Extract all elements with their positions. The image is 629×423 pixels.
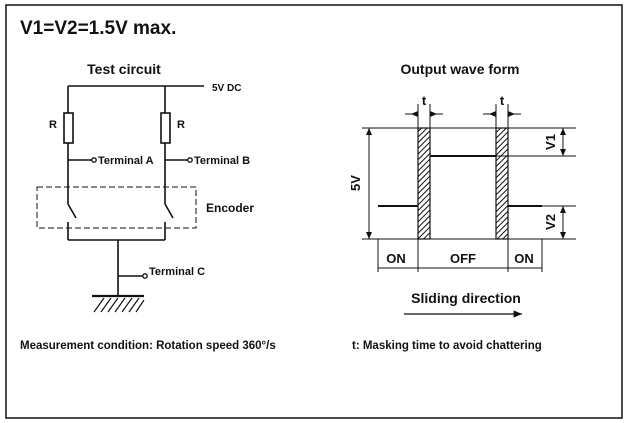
waveform-title: Output wave form <box>400 61 519 77</box>
terminal-c-label: Terminal C <box>149 266 205 278</box>
terminal-c-node <box>142 273 148 279</box>
v2-label: V2 <box>543 214 558 230</box>
resistor-right <box>160 112 171 144</box>
output-waveform: Output wave form <box>348 61 576 318</box>
amplitude-label: 5V <box>348 175 363 191</box>
resistor-left-label: R <box>49 119 57 131</box>
resistor-left <box>63 112 74 144</box>
measurement-note: Measurement condition: Rotation speed 36… <box>20 340 276 352</box>
terminal-b-node <box>187 157 193 163</box>
masking-bar-left <box>417 127 431 240</box>
supply-label: 5V DC <box>212 83 241 94</box>
sliding-direction-label: Sliding direction <box>411 290 521 306</box>
masking-note: t: Masking time to avoid chattering <box>352 340 542 352</box>
circuit-title: Test circuit <box>87 61 161 77</box>
encoder-box <box>36 186 197 229</box>
terminal-a-label: Terminal A <box>98 155 154 167</box>
t-left-label: t <box>422 93 427 108</box>
resistor-right-label: R <box>177 119 185 131</box>
on-left-label: ON <box>386 251 406 266</box>
test-circuit: Test circuit 5V DC <box>36 61 254 313</box>
heading: V1=V2=1.5V max. <box>20 18 176 39</box>
t-right-label: t <box>500 93 505 108</box>
off-label: OFF <box>450 251 476 266</box>
encoder-label: Encoder <box>206 201 254 215</box>
v1-label: V1 <box>543 134 558 150</box>
terminal-b-label: Terminal B <box>194 155 250 167</box>
on-right-label: ON <box>514 251 534 266</box>
masking-bar-right <box>495 127 509 240</box>
terminal-a-node <box>91 157 97 163</box>
ground-symbol <box>93 297 145 313</box>
outer-frame <box>5 4 623 419</box>
